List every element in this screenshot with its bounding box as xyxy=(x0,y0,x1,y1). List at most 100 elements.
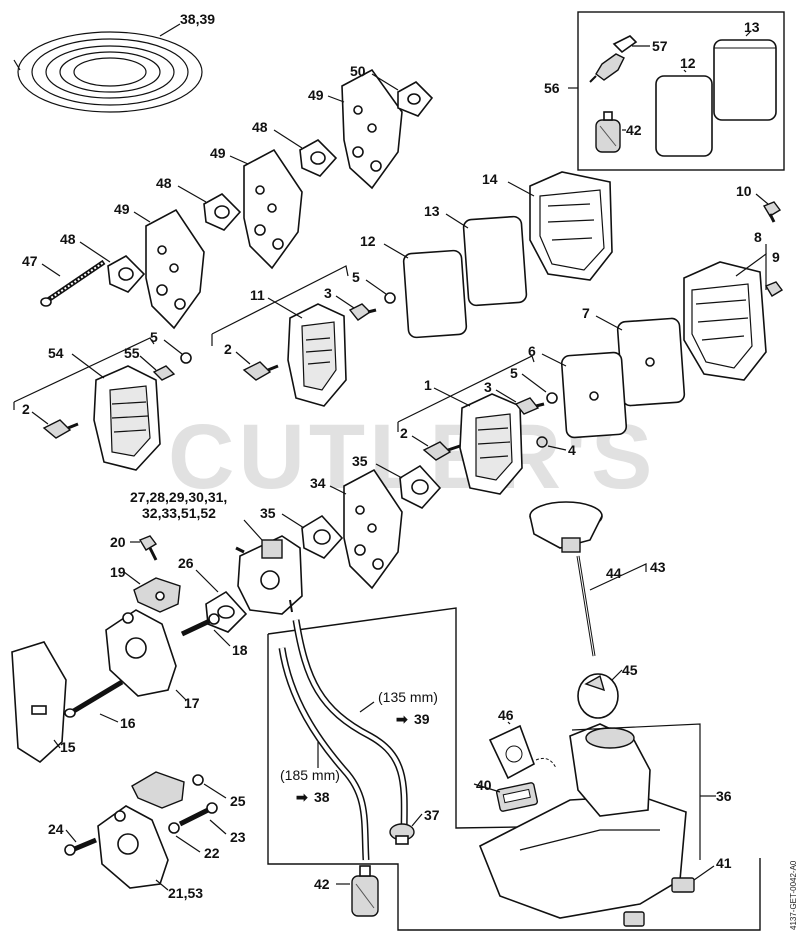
callout-4: 4 xyxy=(568,442,576,458)
wing-screw-3b xyxy=(514,397,545,415)
callout-27-31: 27,28,29,30,31, xyxy=(130,489,227,505)
callout-24: 24 xyxy=(48,821,64,837)
gasket-35-lower xyxy=(301,514,344,559)
callout-5-b: 5 xyxy=(150,329,158,345)
callout-5-c: 5 xyxy=(510,365,518,381)
carburetor-assembly xyxy=(235,535,303,615)
filler-cap-43 xyxy=(529,501,603,553)
callout-40: 40 xyxy=(476,777,492,793)
air-filter-pad-13-kit xyxy=(713,39,777,121)
callout-10: 10 xyxy=(736,183,752,199)
callout-43: 43 xyxy=(650,559,666,575)
callout-26: 26 xyxy=(178,555,194,571)
filter-element-6 xyxy=(560,351,628,439)
callout-5-a: 5 xyxy=(352,269,360,285)
intake-manifold-17 xyxy=(105,609,177,697)
nut-4 xyxy=(536,436,548,448)
callout-48-a: 48 xyxy=(252,119,268,135)
wing-screw-2a xyxy=(242,361,279,381)
callout-38-39: 38,39 xyxy=(180,11,215,27)
nut-5b xyxy=(180,352,192,364)
callout-23: 23 xyxy=(230,829,246,845)
nut-5c xyxy=(546,392,558,404)
air-filter-box-11 xyxy=(287,303,347,407)
gasket-plate-49-top xyxy=(341,68,403,190)
callout-15: 15 xyxy=(60,739,76,755)
screw-18 xyxy=(180,613,220,637)
callout-50: 50 xyxy=(350,63,366,79)
screw-9 xyxy=(764,281,784,297)
callout-49-b: 49 xyxy=(210,145,226,161)
callout-56: 56 xyxy=(544,80,560,96)
hose-upper-ref: 39 xyxy=(414,711,430,727)
foot-41-a xyxy=(671,877,695,893)
fuel-hose-long xyxy=(278,647,370,861)
callout-2-c: 2 xyxy=(400,425,408,441)
callout-21-53: 21,53 xyxy=(168,885,203,901)
callout-42-a: 42 xyxy=(626,122,642,138)
callout-9: 9 xyxy=(772,249,780,265)
callout-25: 25 xyxy=(230,793,246,809)
gasket-plate-49-mid xyxy=(243,148,303,270)
callout-35-a: 35 xyxy=(352,453,368,469)
fuel-filter-42 xyxy=(351,865,379,917)
callout-14: 14 xyxy=(482,171,498,187)
callout-16: 16 xyxy=(120,715,136,731)
callout-13-b: 13 xyxy=(424,203,440,219)
hose-lower-ref: 38 xyxy=(314,789,330,805)
callout-46: 46 xyxy=(498,707,514,723)
hose-frame-bottom xyxy=(267,634,761,931)
air-filter-box-54 xyxy=(93,365,161,471)
callout-3-a: 3 xyxy=(324,285,332,301)
gasket-50 xyxy=(397,81,434,117)
callout-7: 7 xyxy=(582,305,590,321)
callout-6: 6 xyxy=(528,343,536,359)
callout-8: 8 xyxy=(754,229,762,245)
callout-37: 37 xyxy=(424,807,440,823)
callout-34: 34 xyxy=(310,475,326,491)
warning-label-46 xyxy=(488,724,557,780)
hose-lower-length: (185 mm) xyxy=(280,767,340,783)
throttle-lever-25 xyxy=(131,771,204,809)
callout-44: 44 xyxy=(606,565,622,581)
fuel-filter-42-kit xyxy=(595,111,621,153)
callout-11: 11 xyxy=(250,287,265,303)
intake-manifold-21-53 xyxy=(97,805,169,889)
callout-45: 45 xyxy=(622,662,638,678)
callout-17: 17 xyxy=(184,695,200,711)
drawing-code: 4137-GET-0042-A0 xyxy=(789,860,798,930)
screw-20 xyxy=(138,535,158,561)
hose-lower-arrow: ➡ xyxy=(296,789,308,805)
hose-upper-length: (135 mm) xyxy=(378,689,438,705)
callout-49-c: 49 xyxy=(114,201,130,217)
callout-22: 22 xyxy=(204,845,220,861)
air-filter-pad-12 xyxy=(402,249,468,339)
gasket-15 xyxy=(11,641,67,764)
wing-screw-55 xyxy=(152,365,176,381)
callout-48-c: 48 xyxy=(60,231,76,247)
callout-18: 18 xyxy=(232,642,248,658)
wing-screw-2b xyxy=(42,419,79,439)
callout-42-b: 42 xyxy=(314,876,330,892)
callout-47: 47 xyxy=(22,253,38,269)
callout-2-a: 2 xyxy=(224,341,232,357)
callout-20: 20 xyxy=(110,534,126,550)
callout-54: 54 xyxy=(48,345,64,361)
wing-screw-3a xyxy=(348,303,377,321)
air-filter-box-1 xyxy=(459,393,523,495)
filter-cover-14 xyxy=(529,171,613,281)
hose-upper-arrow: ➡ xyxy=(396,711,408,727)
filter-element-7 xyxy=(616,317,686,407)
gasket-plate-49-low xyxy=(145,208,205,330)
kit-box-56 xyxy=(577,11,785,171)
screw-10 xyxy=(762,201,782,223)
callout-57: 57 xyxy=(652,38,668,54)
fuel-hose-short xyxy=(292,619,408,841)
callout-19: 19 xyxy=(110,564,126,580)
gasket-plate-34 xyxy=(343,468,403,590)
callout-12-a: 12 xyxy=(680,55,696,71)
air-filter-pad-13 xyxy=(462,215,528,307)
throttle-lever-19 xyxy=(133,577,181,613)
